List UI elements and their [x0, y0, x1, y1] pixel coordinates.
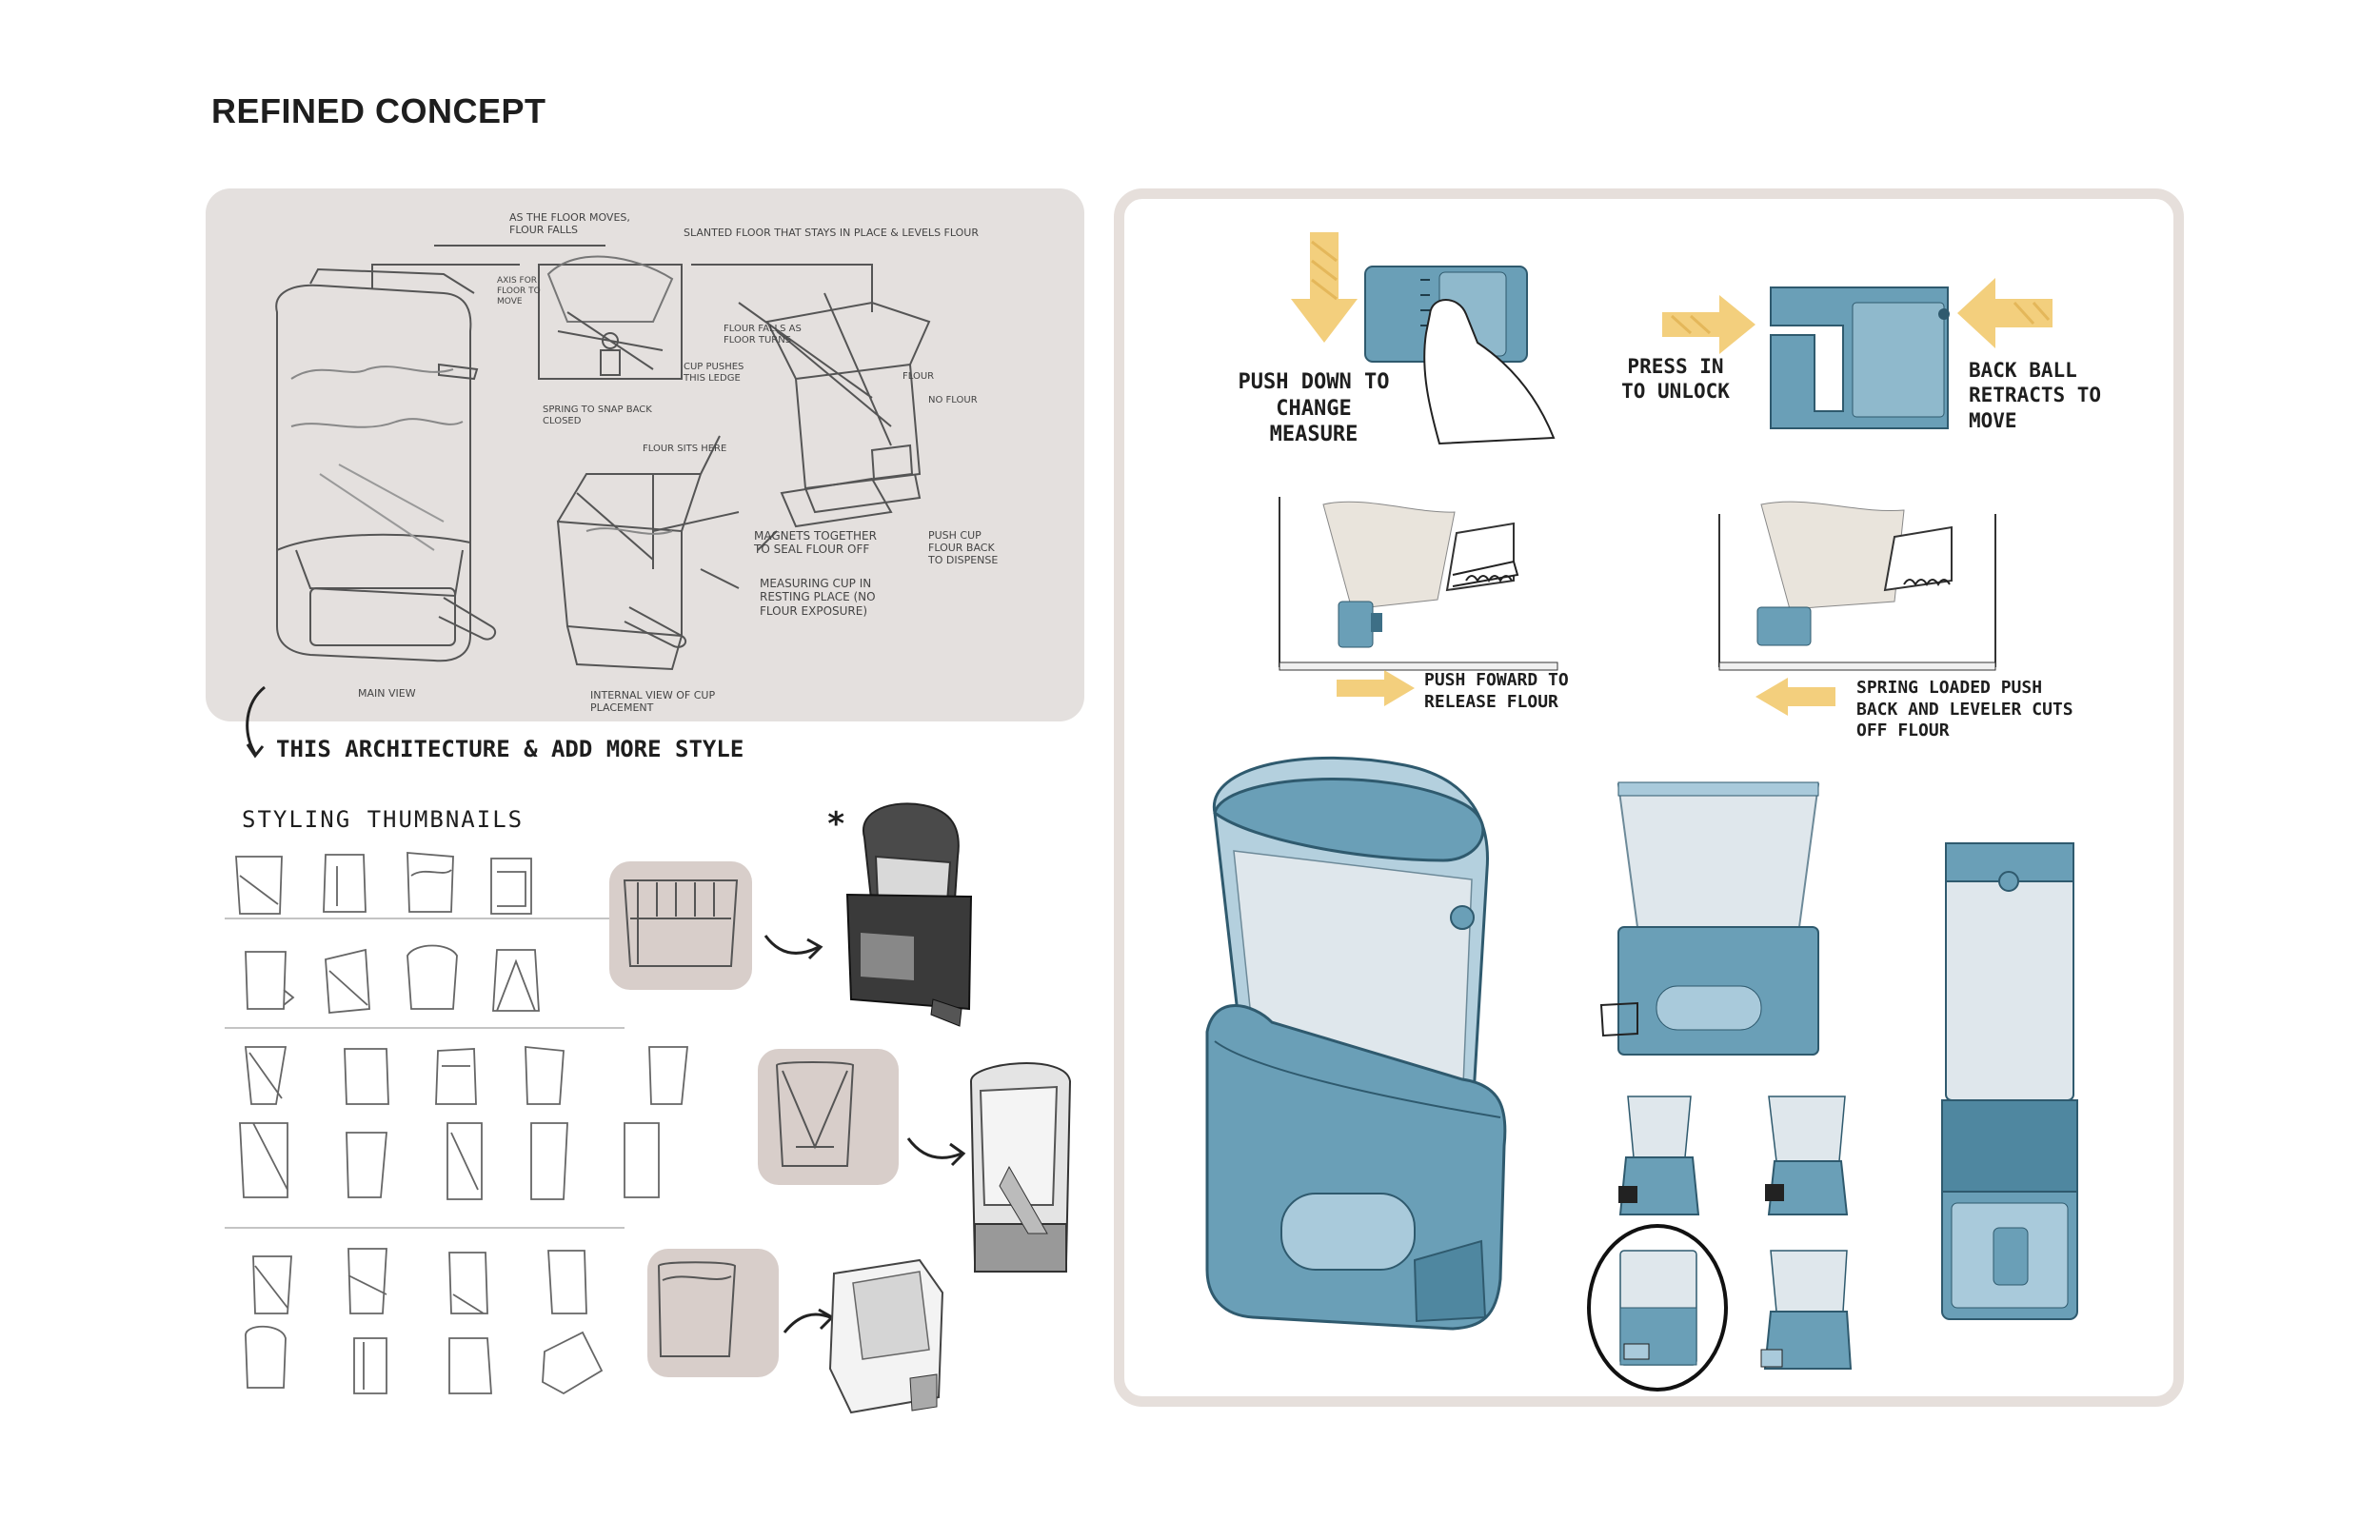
note-flour-sits: FLOUR SITS HERE [643, 444, 727, 454]
arrow-right-icon [1662, 295, 1755, 354]
arrow-icon [906, 1137, 966, 1167]
thumbnail-marker: * [826, 805, 846, 843]
arrow-icon [764, 935, 823, 960]
note-flour-falls: FLOUR FALLS AS FLOOR TURNS [724, 324, 802, 346]
page-title: REFINED CONCEPT [211, 91, 546, 130]
note-cup-pushes: CUP PUSHES THIS LEDGE [684, 362, 744, 384]
note-spring: SPRING TO SNAP BACK CLOSED [543, 405, 652, 426]
arrow-down-icon [1291, 232, 1358, 343]
measure-slider-with-hand [1364, 266, 1556, 445]
architecture-note: THIS ARCHITECTURE & ADD MORE STYLE [276, 736, 744, 762]
note-flour: FLOUR [902, 371, 935, 382]
annotation-back-ball: BACK BALL RETRACTS TO MOVE [1969, 359, 2102, 432]
sketch-drawings [275, 245, 931, 671]
grey-dispenser-render [969, 1062, 1072, 1273]
note-main-view: MAIN VIEW [358, 687, 416, 700]
dark-dispenser-render [845, 802, 973, 1027]
arrow-left-icon [1957, 278, 2053, 348]
annotation-push-down: PUSH DOWN TO CHANGE MEASURE [1238, 370, 1390, 446]
note-slanted-floor: SLANTED FLOOR THAT STAYS IN PLACE & LEVE… [684, 227, 979, 239]
mechanism-cutaway-spring [1718, 501, 1996, 671]
small-dispenser-render [1760, 1250, 1853, 1370]
note-no-flour: NO FLOUR [928, 395, 978, 405]
small-dispenser-render [1618, 1096, 1700, 1215]
clear-dispenser-render [828, 1258, 944, 1414]
curved-arrow-icon [246, 685, 266, 759]
mechanism-cutaway-release [1279, 497, 1558, 671]
featured-thumbnail-tile-1 [609, 861, 752, 990]
medium-dispenser-render [1599, 781, 1820, 1056]
note-internal-view: INTERNAL VIEW OF CUP PLACEMENT [590, 689, 716, 715]
small-dispenser-render [1765, 1096, 1849, 1215]
arrow-right-icon [1337, 670, 1415, 706]
main-dispenser-render [1205, 756, 1507, 1331]
annotation-spring-loaded: SPRING LOADED PUSH BACK AND LEVELER CUTS… [1856, 678, 2073, 740]
annotation-push-forward: PUSH FOWARD TO RELEASE FLOUR [1424, 670, 1569, 712]
note-push-cup: PUSH CUP FLOUR BACK TO DISPENSE [928, 529, 999, 567]
unlock-mechanism [1770, 286, 1950, 429]
arrow-left-icon [1755, 678, 1835, 716]
featured-thumbnail-drawings [623, 879, 855, 1357]
thumbnails-heading: STYLING THUMBNAILS [242, 806, 525, 833]
note-floor-moves: AS THE FLOOR MOVES, FLOUR FALLS [509, 211, 630, 237]
tall-dispenser-render [1941, 842, 2078, 1320]
annotation-press-unlock: PRESS IN TO UNLOCK [1621, 355, 1730, 404]
note-axis: AXIS FOR FLOOR TO MOVE [497, 276, 541, 306]
selected-dispenser-render [1587, 1224, 1728, 1392]
note-measuring-cup: MEASURING CUP IN RESTING PLACE (NO FLOUR… [760, 577, 876, 618]
note-magnets: MAGNETS TOGETHER TO SEAL FLOUR OFF [754, 529, 877, 557]
styling-thumbnails [225, 852, 688, 1395]
